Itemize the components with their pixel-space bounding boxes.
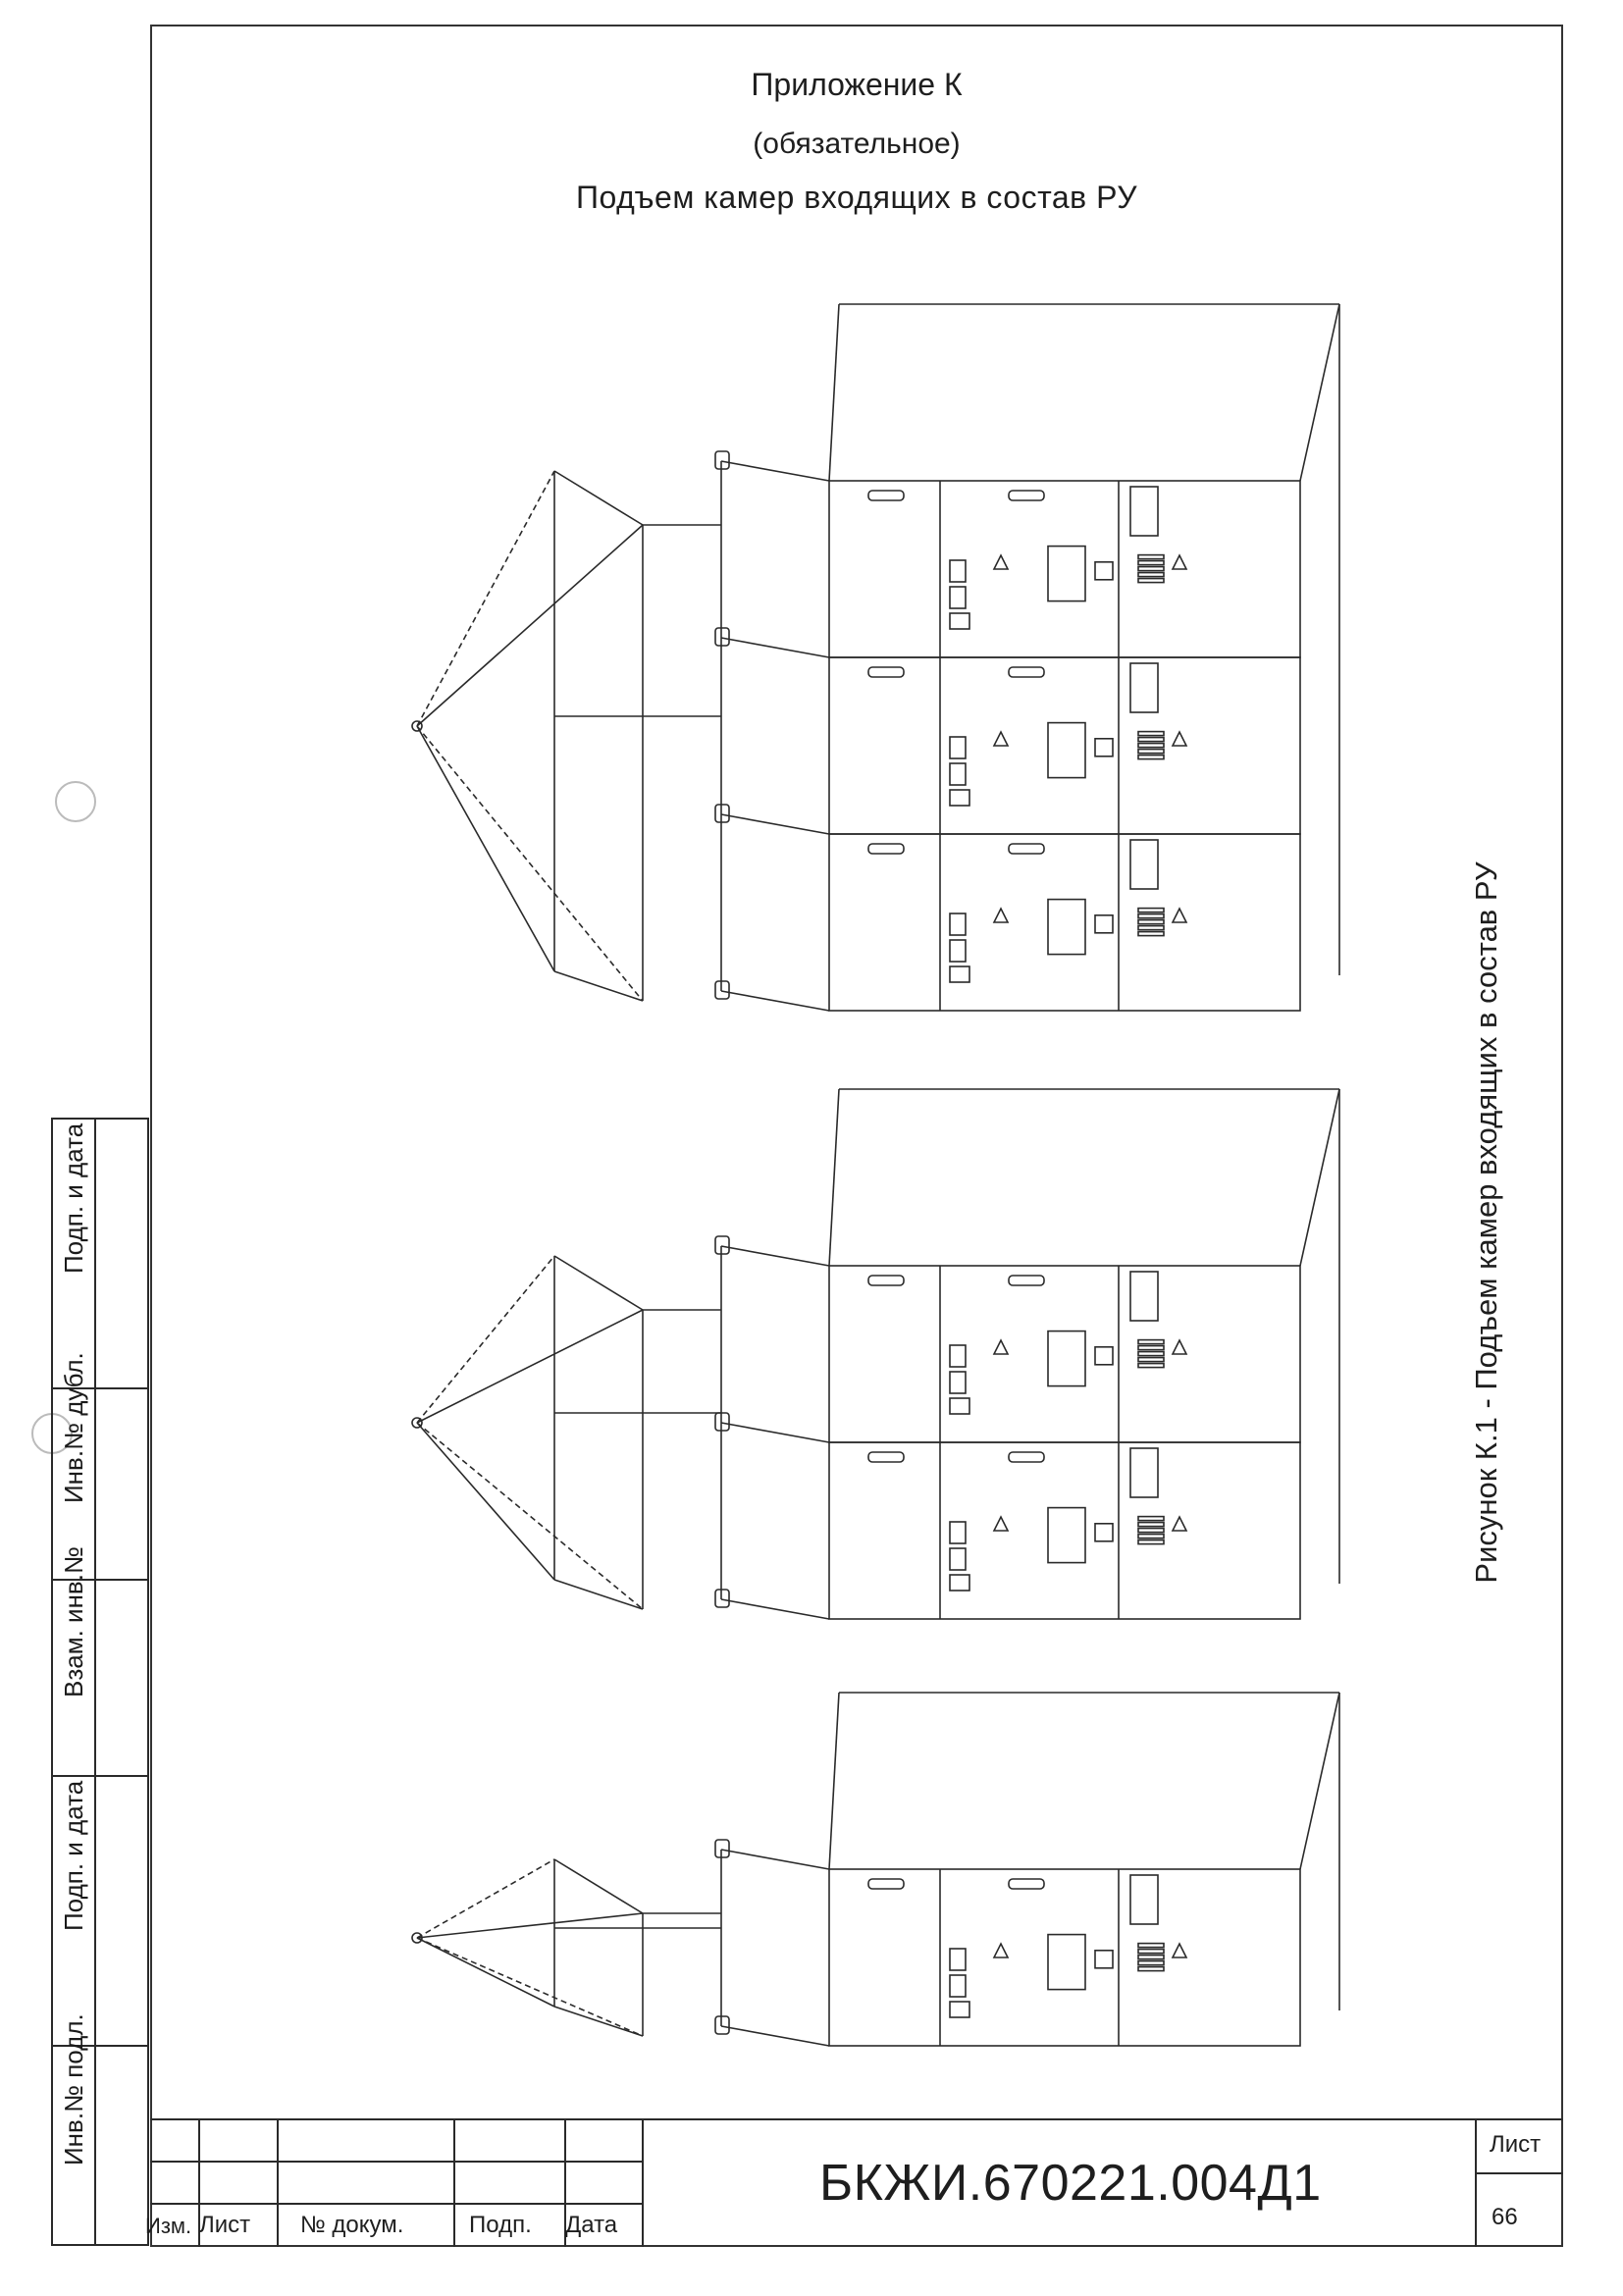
tb-col-sheet: Лист: [199, 2212, 251, 2238]
document-number: БКЖИ.670221.004Д1: [819, 2155, 1322, 2212]
side-stamp-frame: [51, 1118, 149, 2246]
punch-hole-mark: [55, 781, 96, 822]
stamp-label-sign-date-1: Подп. и дата: [59, 1122, 88, 1274]
stamp-label-replace-inv: Взам. инв.№: [59, 1546, 88, 1697]
figure-caption: Рисунок К.1 - Подъем камер входящих в со…: [1469, 861, 1503, 1584]
appendix-heading: Подъем камер входящих в состав РУ: [575, 180, 1138, 215]
tb-col-doc: № докум.: [300, 2212, 404, 2238]
stamp-label-original-inv: Инв.№ подл.: [59, 2013, 88, 2166]
page-frame: [150, 25, 1563, 2247]
appendix-title: Приложение К: [751, 67, 963, 102]
tb-col-change: Изм.: [145, 2214, 192, 2238]
stamp-label-sign-date-2: Подп. и дата: [59, 1780, 88, 1931]
appendix-subtitle: (обязательное): [753, 128, 961, 160]
tb-sheet-label: Лист: [1490, 2131, 1542, 2158]
tb-sheet-number: 66: [1492, 2204, 1518, 2230]
stamp-label-duplicate-inv: Инв.№ дубл.: [59, 1352, 88, 1503]
tb-col-sign: Подп.: [469, 2212, 532, 2238]
tb-col-date: Дата: [565, 2212, 618, 2238]
